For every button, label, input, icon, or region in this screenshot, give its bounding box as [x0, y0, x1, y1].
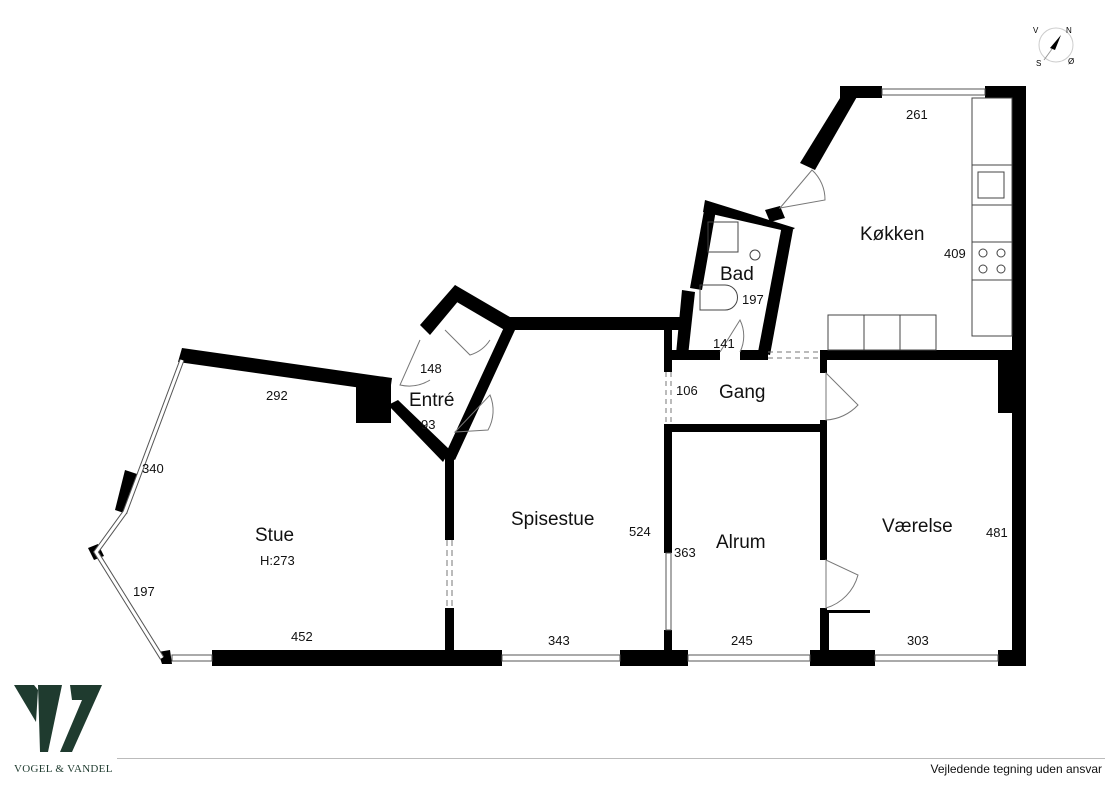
doors	[399, 169, 859, 609]
room-label-gang: Gang	[719, 382, 765, 403]
room-label-spisestue: Spisestue	[511, 509, 594, 530]
dimension: 363	[674, 545, 696, 560]
dimension: 141	[713, 336, 735, 351]
disclaimer-text: Vejledende tegning uden ansvar	[930, 762, 1102, 776]
ceiling-height: H:273	[260, 553, 295, 568]
dimension: 245	[731, 633, 753, 648]
room-label-vaerelse: Værelse	[882, 516, 953, 537]
footer-divider	[117, 758, 1105, 759]
dimension: 524	[629, 524, 651, 539]
compass-w: V	[1033, 26, 1039, 35]
kitchen-fixtures	[699, 97, 1013, 351]
compass-s: S	[1036, 59, 1041, 68]
dimension: 148	[420, 361, 442, 376]
dimension: 261	[906, 107, 928, 122]
dimension: 292	[266, 388, 288, 403]
dimension: 340	[142, 461, 164, 476]
dimension: 197	[742, 292, 764, 307]
compass-n: N	[1066, 26, 1072, 35]
dimension: 481	[986, 525, 1008, 540]
dimension: 303	[907, 633, 929, 648]
room-label-bad: Bad	[720, 264, 754, 285]
dimension: 197	[133, 584, 155, 599]
room-label-kokken: Køkken	[860, 224, 924, 245]
dimensions: 261 409 197 141 106 148 93 292 340 197 4…	[133, 107, 1008, 648]
dimension: 452	[291, 629, 313, 644]
dimension: 343	[548, 633, 570, 648]
compass-icon: N Ø S V	[1033, 26, 1074, 68]
brand-logo	[14, 685, 102, 752]
dimension: 93	[421, 417, 435, 432]
compass-e: Ø	[1068, 57, 1074, 66]
room-label-entre: Entré	[409, 390, 454, 411]
dimension: 409	[944, 246, 966, 261]
walls	[88, 86, 1026, 666]
room-label-stue: Stue	[255, 525, 294, 546]
brand-name: VOGEL & VANDEL	[14, 763, 113, 775]
room-label-alrum: Alrum	[716, 532, 766, 553]
windows	[92, 88, 999, 662]
dimension: 106	[676, 383, 698, 398]
